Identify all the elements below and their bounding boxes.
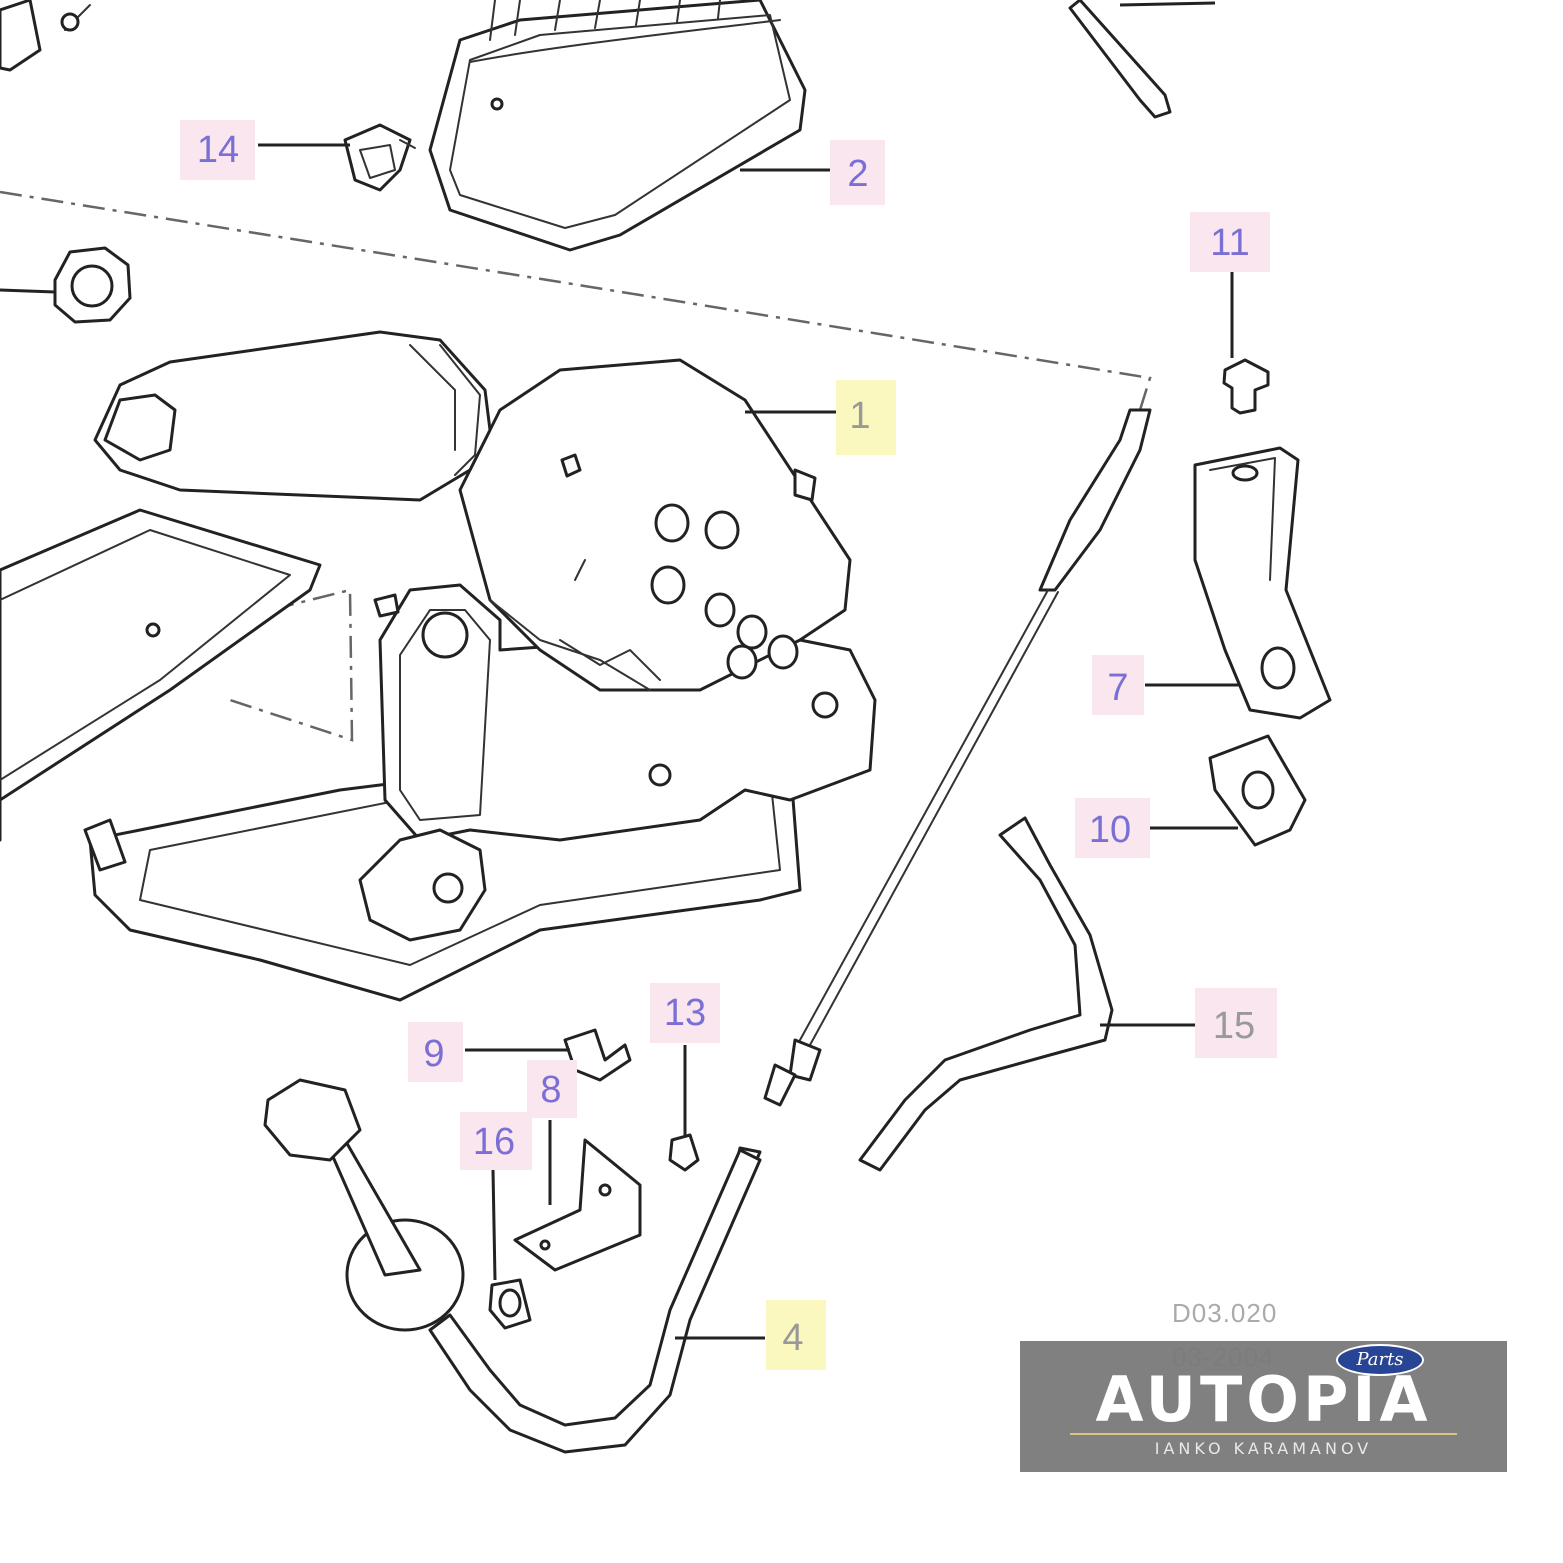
callout-14-label: 14 bbox=[197, 129, 239, 171]
autopia-watermark: Parts AUTOPIA IANKO KARAMANOV bbox=[1020, 1341, 1507, 1472]
part-16-bolt bbox=[488, 1169, 532, 1330]
part-2-boot bbox=[428, 0, 807, 252]
watermark-title: AUTOPIA bbox=[1095, 1363, 1432, 1436]
callout-2: 2 bbox=[830, 140, 885, 205]
callout-8-label: 8 bbox=[540, 1069, 561, 1111]
part-8-bracket bbox=[513, 1120, 642, 1272]
part-15-rod bbox=[858, 816, 1195, 1172]
part-9-clip bbox=[465, 1028, 632, 1082]
callout-11: 11 bbox=[1190, 212, 1270, 272]
drawing-code: D03.020 bbox=[1172, 1298, 1277, 1328]
part-10-clip-nut bbox=[1150, 734, 1307, 847]
callout-1-label: 1 bbox=[849, 395, 870, 437]
callout-9-label: 9 bbox=[423, 1033, 444, 1075]
parts-badge: Parts bbox=[1336, 1344, 1424, 1376]
callout-13: 13 bbox=[650, 983, 720, 1043]
part-1-handbrake-assembly bbox=[0, 330, 877, 1002]
callout-7: 7 bbox=[1092, 655, 1144, 715]
callout-10-label: 10 bbox=[1089, 809, 1131, 851]
callout-11-label: 11 bbox=[1210, 222, 1249, 264]
callout-13-label: 13 bbox=[664, 992, 706, 1034]
callout-9: 9 bbox=[408, 1022, 463, 1082]
callout-4: 4 bbox=[766, 1300, 826, 1370]
callout-7-label: 7 bbox=[1107, 667, 1128, 709]
callout-4-label: 4 bbox=[782, 1317, 803, 1359]
watermark-subtitle: IANKO KARAMANOV bbox=[1154, 1439, 1373, 1458]
part-top-right-cable bbox=[1068, 0, 1216, 119]
callout-15-label: 15 bbox=[1213, 1005, 1255, 1047]
part-13-screw bbox=[668, 1045, 700, 1172]
callout-1: 1 bbox=[836, 380, 896, 455]
callout-10: 10 bbox=[1075, 798, 1150, 858]
callout-8: 8 bbox=[527, 1060, 577, 1118]
callout-16-label: 16 bbox=[473, 1121, 515, 1163]
callout-2-label: 2 bbox=[847, 153, 868, 195]
part-7-bracket bbox=[1145, 446, 1332, 720]
part-top-left-fragment bbox=[0, 0, 91, 72]
watermark-divider bbox=[1070, 1433, 1457, 1435]
reference-dashed-line bbox=[0, 190, 1152, 411]
part-11-pin bbox=[1222, 268, 1270, 415]
part-4-shift-lever bbox=[263, 1078, 765, 1454]
callout-15: 15 bbox=[1195, 988, 1277, 1058]
part-nut bbox=[0, 246, 132, 324]
callout-14: 14 bbox=[180, 120, 255, 180]
callout-16: 16 bbox=[460, 1112, 532, 1170]
part-14-clip bbox=[343, 123, 416, 192]
